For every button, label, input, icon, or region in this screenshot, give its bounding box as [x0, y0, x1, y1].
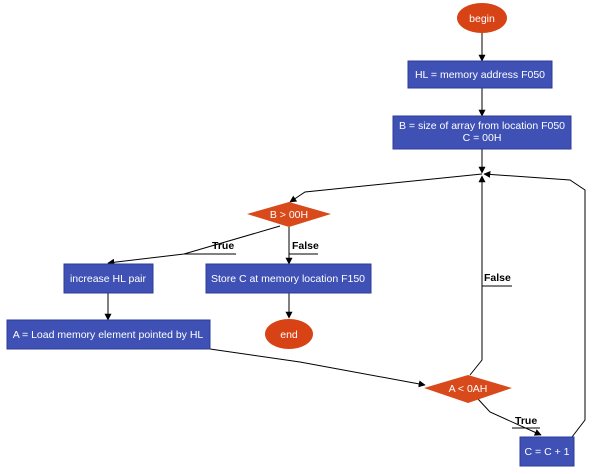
- edge-check-a-false: [469, 175, 486, 376]
- edge-label-true-left: True: [212, 240, 234, 252]
- node-label: begin: [469, 13, 495, 25]
- edge-label-true-right: True: [515, 415, 537, 427]
- edge-label-false-down: False: [292, 240, 319, 252]
- decision-shape: [247, 202, 331, 227]
- node-label: HL = memory address F050: [415, 69, 545, 81]
- edge-load-to-check-a: [209, 348, 426, 388]
- node-label: B > 00H: [270, 209, 308, 221]
- node-label: C = C + 1: [525, 446, 570, 458]
- node-label-line1: B = size of array from location F050: [399, 120, 565, 132]
- node-begin[interactable]: begin: [457, 3, 507, 33]
- node-check-a[interactable]: A < 0AH: [424, 375, 512, 403]
- node-label: end: [280, 329, 298, 341]
- edge-junction-to-check-b: [289, 173, 483, 203]
- process-shape: [63, 263, 154, 294]
- edge-increment-loop: [483, 170, 586, 438]
- process-shape: [392, 115, 572, 150]
- node-label-line2: C = 00H: [463, 132, 502, 144]
- edge-labels: True False False True: [184, 240, 540, 429]
- node-end[interactable]: end: [265, 319, 313, 349]
- process-shape: [407, 60, 553, 89]
- edges: [104, 32, 586, 438]
- node-hl-address[interactable]: HL = memory address F050: [407, 60, 553, 89]
- edge-label-false-up: False: [484, 272, 511, 284]
- node-load-a[interactable]: A = Load memory element pointed by HL: [6, 319, 211, 350]
- terminal-shape: [457, 3, 507, 33]
- process-shape: [519, 436, 575, 467]
- node-label: Store C at memory location F150: [211, 273, 365, 285]
- decision-shape: [424, 375, 512, 403]
- process-shape: [205, 263, 372, 294]
- node-check-b[interactable]: B > 00H: [247, 202, 331, 227]
- node-increment-c[interactable]: C = C + 1: [519, 436, 575, 467]
- node-b-size[interactable]: B = size of array from location F050 C =…: [392, 115, 572, 150]
- edge-check-a-true: [477, 398, 542, 436]
- node-label: A = Load memory element pointed by HL: [13, 329, 204, 341]
- terminal-shape: [265, 319, 313, 349]
- node-label: increase HL pair: [70, 273, 147, 285]
- edge-check-b-true: [107, 225, 281, 266]
- process-shape: [6, 319, 211, 350]
- node-store-c[interactable]: Store C at memory location F150: [205, 263, 372, 294]
- node-label: A < 0AH: [449, 383, 488, 395]
- node-increase-hl[interactable]: increase HL pair: [63, 263, 154, 294]
